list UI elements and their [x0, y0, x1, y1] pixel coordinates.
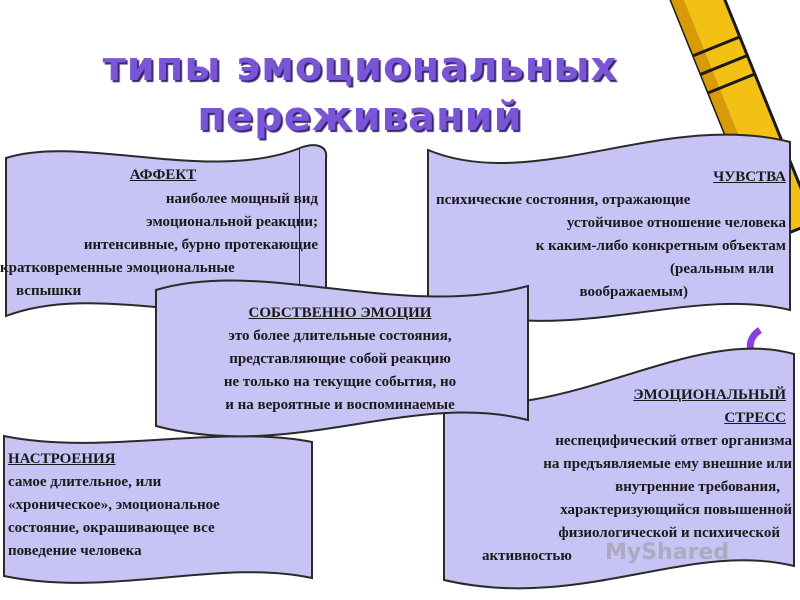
card-moods-heading: НАСТРОЕНИЯ: [8, 451, 116, 467]
card-feelings-line-1: психические состояния, отражающие: [436, 192, 691, 208]
card-stress-line-5: физиологической и психической: [558, 525, 780, 541]
card-stress-heading-2: СТРЕСС: [724, 410, 786, 426]
card-stress-line-1: неспецифический ответ организма: [555, 433, 792, 449]
card-affect-line-5: вспышки: [16, 283, 82, 299]
card-feelings-line-3: к каким-либо конкретным объектам: [535, 238, 786, 254]
card-stress-line-3: внутренние требования,: [615, 479, 780, 495]
card-stress-scroll-shape: [443, 347, 795, 590]
card-affect: АФФЕКТ наиболее мощный вид эмоциональной…: [0, 140, 330, 330]
card-stress-line-2: на предъявляемые ему внешние или: [543, 456, 792, 472]
card-stress-line-4: характеризующийся повышенной: [560, 502, 792, 518]
card-feelings-line-5: воображаемым): [579, 284, 688, 300]
card-moods-line-3: состояние, окрашивающее все: [8, 520, 215, 536]
card-affect-line-4: кратковременные эмоциональные: [0, 260, 235, 276]
card-emotions-scroll-shape: [155, 279, 529, 438]
card-emotions-line-1: это более длительные состояния,: [228, 328, 452, 344]
card-moods-line-4: поведение человека: [8, 543, 142, 559]
card-stress-heading-1-wrap: ЭМОЦИОНАЛЬНЫЙ: [440, 384, 792, 407]
card-stress-heading-1: ЭМОЦИОНАЛЬНЫЙ: [633, 387, 786, 403]
card-emotions-heading-wrap: СОБСТВЕННО ЭМОЦИИ: [152, 302, 528, 325]
card-feelings-line-4: (реальным или: [670, 261, 774, 277]
card-stress-heading-2-wrap: СТРЕСС: [440, 407, 792, 430]
card-emotions-line-4: и на вероятные и воспоминаемые: [225, 397, 455, 413]
card-emotions-line-3: не только на текущие события, но: [223, 374, 457, 390]
card-feelings-heading-wrap: ЧУВСТВА: [424, 166, 786, 189]
card-emotions-heading: СОБСТВЕННО ЭМОЦИИ: [248, 305, 432, 321]
page-title-line-1: типы эмоциональных: [102, 44, 618, 90]
card-moods-line-1: самое длительное, или: [8, 474, 162, 490]
card-affect-scroll-shape: [5, 144, 328, 318]
watermark: MyShared: [605, 540, 730, 565]
card-emotions-line-2: представляющие собой реакцию: [229, 351, 451, 367]
card-feelings-line-2: устойчивое отношение человека: [566, 215, 786, 231]
card-moods-scroll-shape: [3, 434, 313, 584]
card-affect-line-1: наиболее мощный вид: [165, 191, 318, 207]
page-title-line-2: переживаний: [197, 94, 523, 140]
card-feelings-heading: ЧУВСТВА: [713, 169, 786, 185]
card-stress-line-6: активностью: [482, 548, 572, 564]
card-moods-line-2: «хроническое», эмоциональное: [8, 497, 220, 513]
card-stress: ЭМОЦИОНАЛЬНЫЙ СТРЕСС неспецифический отв…: [440, 344, 798, 596]
card-feelings: ЧУВСТВА психические состояния, отражающи…: [424, 124, 794, 338]
card-moods: НАСТРОЕНИЯ самое длительное, или «хронич…: [0, 428, 316, 592]
card-feelings-scroll-shape: [427, 133, 791, 322]
card-emotions: СОБСТВЕННО ЭМОЦИИ это более длительные с…: [152, 266, 532, 456]
card-affect-line-2: эмоциональной реакции;: [146, 214, 318, 230]
card-affect-heading: АФФЕКТ: [129, 167, 197, 183]
card-affect-line-3: интенсивные, бурно протекающие: [83, 237, 318, 253]
